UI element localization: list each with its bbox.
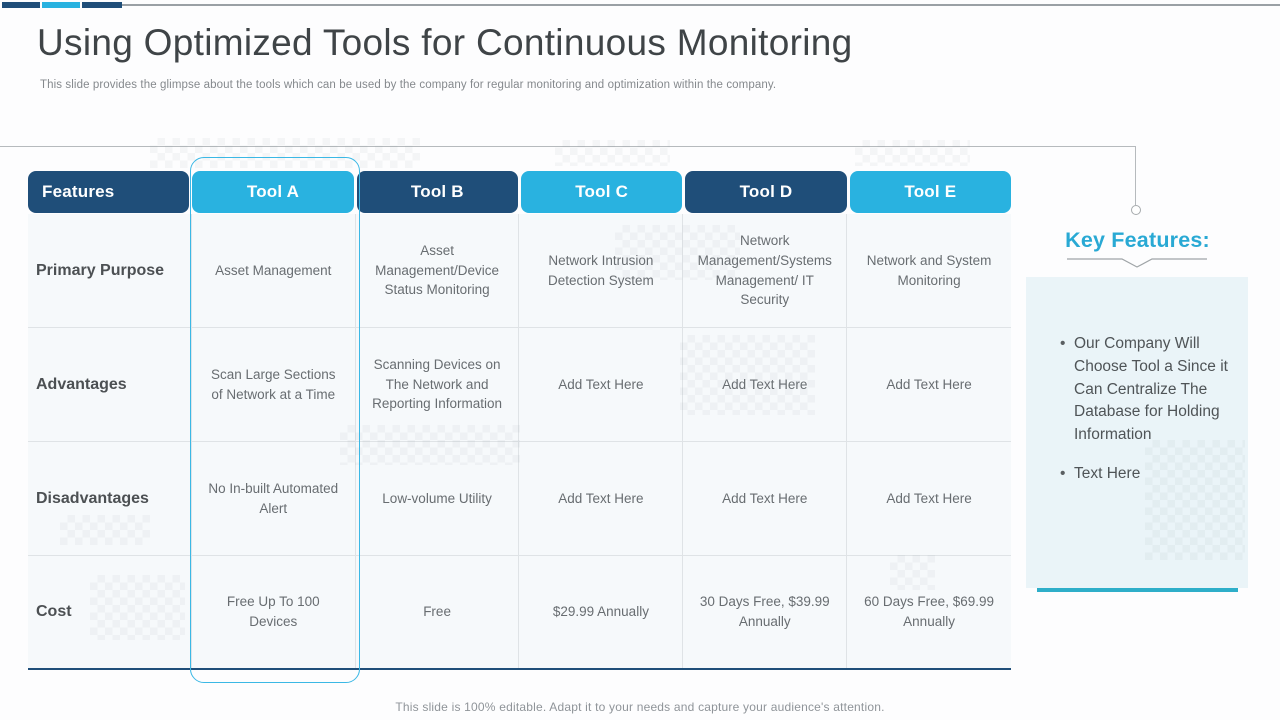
table-cell: Scan Large Sections of Network at a Time bbox=[191, 327, 356, 441]
table-cell: Network Intrusion Detection System bbox=[519, 214, 684, 327]
page-subtitle: This slide provides the glimpse about th… bbox=[40, 79, 777, 91]
row-label: Cost bbox=[28, 555, 192, 668]
column-header-features: Features bbox=[28, 171, 190, 213]
table-body: Primary Purpose Asset Management Asset M… bbox=[28, 214, 1011, 670]
column-header-tool-a: Tool A bbox=[192, 171, 354, 213]
bullet-icon: • bbox=[1060, 335, 1066, 352]
row-label: Advantages bbox=[28, 327, 192, 441]
page-title: Using Optimized Tools for Continuous Mon… bbox=[37, 22, 853, 63]
dot-pattern bbox=[855, 140, 970, 166]
accent-bar-line bbox=[122, 4, 1280, 6]
chevron-decor-icon bbox=[1067, 258, 1207, 268]
tool-comparison-table: Features Tool A Tool B Tool C Tool D Too… bbox=[28, 171, 1011, 670]
table-cell: Low-volume Utility bbox=[355, 441, 520, 555]
table-cell: No In-built Automated Alert bbox=[191, 441, 356, 555]
table-cell: Free Up To 100 Devices bbox=[191, 555, 356, 668]
accent-bar-segment bbox=[82, 2, 122, 8]
table-cell: 30 Days Free, $39.99 Annually bbox=[683, 555, 848, 668]
table-cell: $29.99 Annually bbox=[519, 555, 684, 668]
connector-line-vertical bbox=[1135, 146, 1136, 205]
table-row-advantages: Advantages Scan Large Sections of Networ… bbox=[28, 327, 1011, 441]
list-item-text: Text Here bbox=[1074, 464, 1141, 482]
table-cell: Add Text Here bbox=[683, 441, 848, 555]
column-header-tool-d: Tool D bbox=[685, 171, 847, 213]
table-cell: Add Text Here bbox=[847, 327, 1011, 441]
table-cell: Free bbox=[355, 555, 520, 668]
accent-bar-segment bbox=[42, 2, 80, 8]
list-item-text: Our Company Will Choose Tool a Since it … bbox=[1074, 335, 1228, 444]
list-item: • Text Here bbox=[1060, 463, 1230, 486]
key-features-heading: Key Features: bbox=[1065, 228, 1210, 252]
table-cell: Add Text Here bbox=[847, 441, 1011, 555]
table-cell: Add Text Here bbox=[519, 327, 684, 441]
column-header-tool-c: Tool C bbox=[520, 171, 683, 213]
table-row-cost: Cost Free Up To 100 Devices Free $29.99 … bbox=[28, 555, 1011, 668]
panel-underline bbox=[1037, 588, 1238, 592]
dot-pattern bbox=[555, 140, 670, 166]
table-cell: 60 Days Free, $69.99 Annually bbox=[847, 555, 1011, 668]
table-cell: Scanning Devices on The Network and Repo… bbox=[355, 327, 520, 441]
dot-pattern bbox=[150, 138, 420, 168]
list-item: • Our Company Will Choose Tool a Since i… bbox=[1060, 333, 1230, 447]
accent-bar-segment bbox=[2, 2, 40, 8]
footer-note: This slide is 100% editable. Adapt it to… bbox=[395, 700, 885, 714]
table-header-row: Features Tool A Tool B Tool C Tool D Too… bbox=[28, 171, 1011, 213]
table-cell: Asset Management bbox=[192, 214, 356, 327]
column-header-tool-e: Tool E bbox=[849, 171, 1011, 213]
column-header-tool-b: Tool B bbox=[356, 171, 518, 213]
table-row-disadvantages: Disadvantages No In-built Automated Aler… bbox=[28, 441, 1011, 555]
connector-dot-icon bbox=[1131, 205, 1141, 215]
table-cell: Add Text Here bbox=[519, 441, 684, 555]
key-features-list: • Our Company Will Choose Tool a Since i… bbox=[1038, 333, 1234, 486]
bullet-icon: • bbox=[1060, 464, 1066, 482]
table-row-primary-purpose: Primary Purpose Asset Management Asset M… bbox=[28, 214, 1011, 327]
table-cell: Network Management/Systems Management/ I… bbox=[683, 214, 848, 327]
table-cell: Add Text Here bbox=[683, 327, 848, 441]
row-label: Primary Purpose bbox=[28, 214, 192, 327]
table-cell: Network and System Monitoring bbox=[866, 252, 992, 288]
connector-line-horizontal bbox=[0, 146, 1136, 147]
row-label: Disadvantages bbox=[28, 441, 192, 555]
table-cell: Asset Management/Device Status Monitorin… bbox=[356, 214, 520, 327]
key-features-panel: • Our Company Will Choose Tool a Since i… bbox=[1026, 277, 1248, 588]
